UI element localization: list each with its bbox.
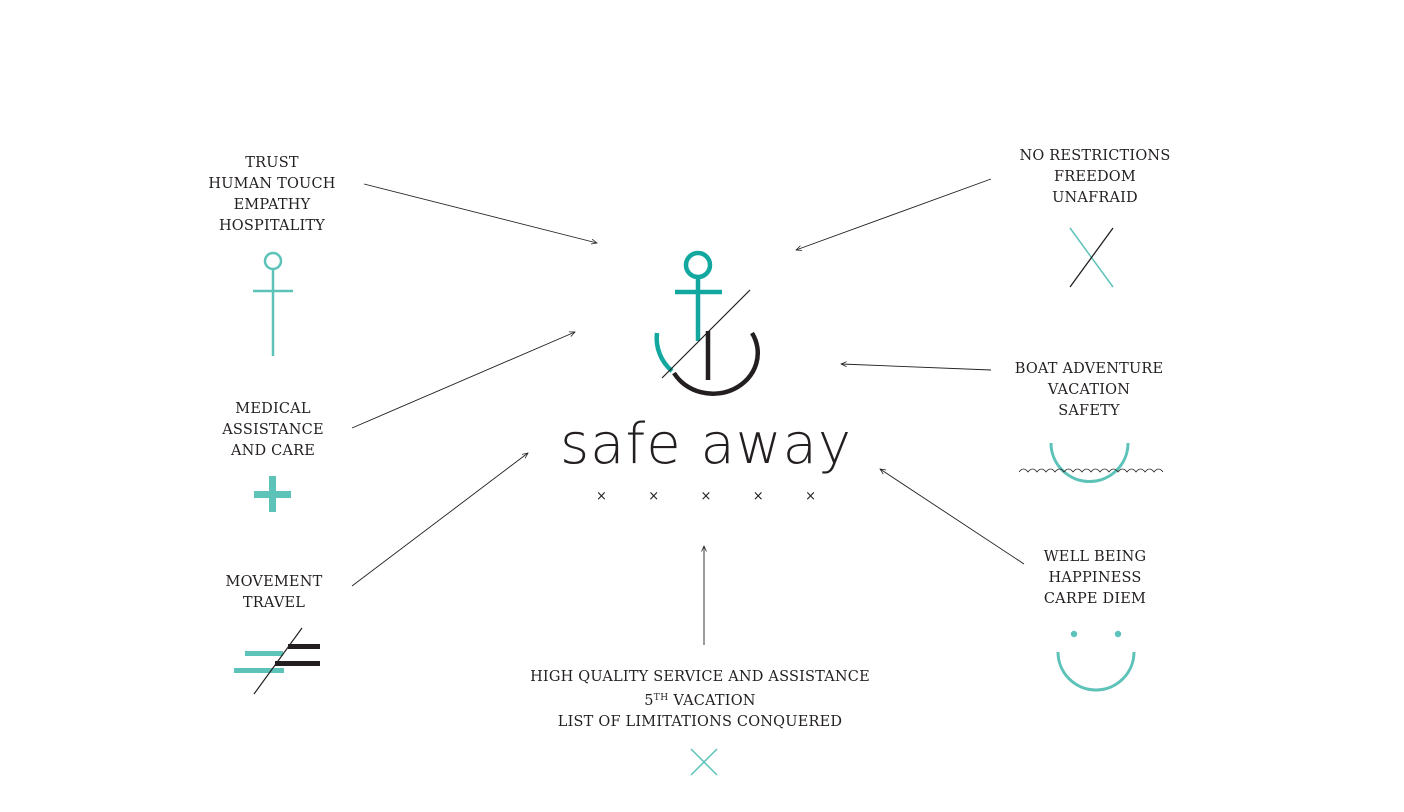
label-line: EMPATHY xyxy=(233,197,311,213)
label-line: CARPE DIEM xyxy=(1043,591,1147,607)
dot-mark: × xyxy=(805,489,816,504)
dot-mark: × xyxy=(700,489,712,504)
arrow-medical xyxy=(351,332,575,429)
arrow-boat xyxy=(841,364,992,371)
label-line: UNAFRAID xyxy=(1052,190,1138,206)
label-line: AND CARE xyxy=(230,443,316,459)
label-line: HUMAN TOUCH xyxy=(208,176,336,192)
anchor-icon xyxy=(654,250,761,396)
teal-cross-post-icon xyxy=(253,251,293,356)
label-line: WELL BEING xyxy=(1043,549,1147,565)
label-line: FREEDOM xyxy=(1054,169,1136,185)
label-line: HOSPITALITY xyxy=(218,218,326,234)
label-line: ASSISTANCE xyxy=(222,422,324,438)
label-line: HAPPINESS xyxy=(1048,570,1142,586)
x-icon xyxy=(690,748,718,776)
ordinal-number: 5 xyxy=(644,693,654,709)
label-line: TRUST xyxy=(245,155,299,171)
label-line: TRAVEL xyxy=(242,595,306,611)
label-line: MEDICAL xyxy=(235,401,311,417)
crossed-lines-icon xyxy=(1069,227,1114,288)
label-line: LIST OF LIMITATIONS CONQUERED xyxy=(557,714,843,730)
ordinal-text: VACATION xyxy=(668,693,756,709)
label-line: HIGH QUALITY SERVICE AND ASSISTANCE xyxy=(530,669,870,685)
label-line: SAFETY xyxy=(1058,403,1120,419)
label-line: NO RESTRICTIONS xyxy=(1019,148,1171,164)
dot-mark: × xyxy=(648,489,660,504)
medical-label: MEDICAL ASSISTANCE AND CARE xyxy=(198,399,348,462)
quality-label: HIGH QUALITY SERVICE AND ASSISTANCE 5TH … xyxy=(520,667,880,733)
freedom-label: NO RESTRICTIONS FREEDOM UNAFRAID xyxy=(1010,146,1180,209)
plus-icon xyxy=(254,476,291,512)
wellbeing-label: WELL BEING HAPPINESS CARPE DIEM xyxy=(1010,547,1180,610)
brand-wordmark: safe away xyxy=(560,412,853,477)
trust-label: TRUST HUMAN TOUCH EMPATHY HOSPITALITY xyxy=(197,153,347,237)
arrow-movement xyxy=(351,453,528,587)
dot-mark: × xyxy=(596,489,607,504)
label-line: BOAT ADVENTURE xyxy=(1014,361,1164,377)
label-line: 5TH VACATION xyxy=(520,688,880,712)
boat-label: BOAT ADVENTURE VACATION SAFETY xyxy=(1004,359,1174,422)
label-line: MOVEMENT xyxy=(225,574,323,590)
arrow-wellbeing xyxy=(880,469,1025,565)
movement-stripes-icon xyxy=(234,627,320,695)
ordinal-suffix: TH xyxy=(653,693,669,703)
smile-icon xyxy=(1056,630,1136,692)
label-line: VACATION xyxy=(1047,382,1131,398)
brand-dots: × × × × × xyxy=(596,489,816,504)
hull-waves-icon xyxy=(1018,442,1164,483)
arrow-freedom xyxy=(796,178,992,250)
arrow-trust xyxy=(363,183,597,243)
movement-label: MOVEMENT TRAVEL xyxy=(199,572,349,614)
dot-mark: × xyxy=(752,489,764,504)
